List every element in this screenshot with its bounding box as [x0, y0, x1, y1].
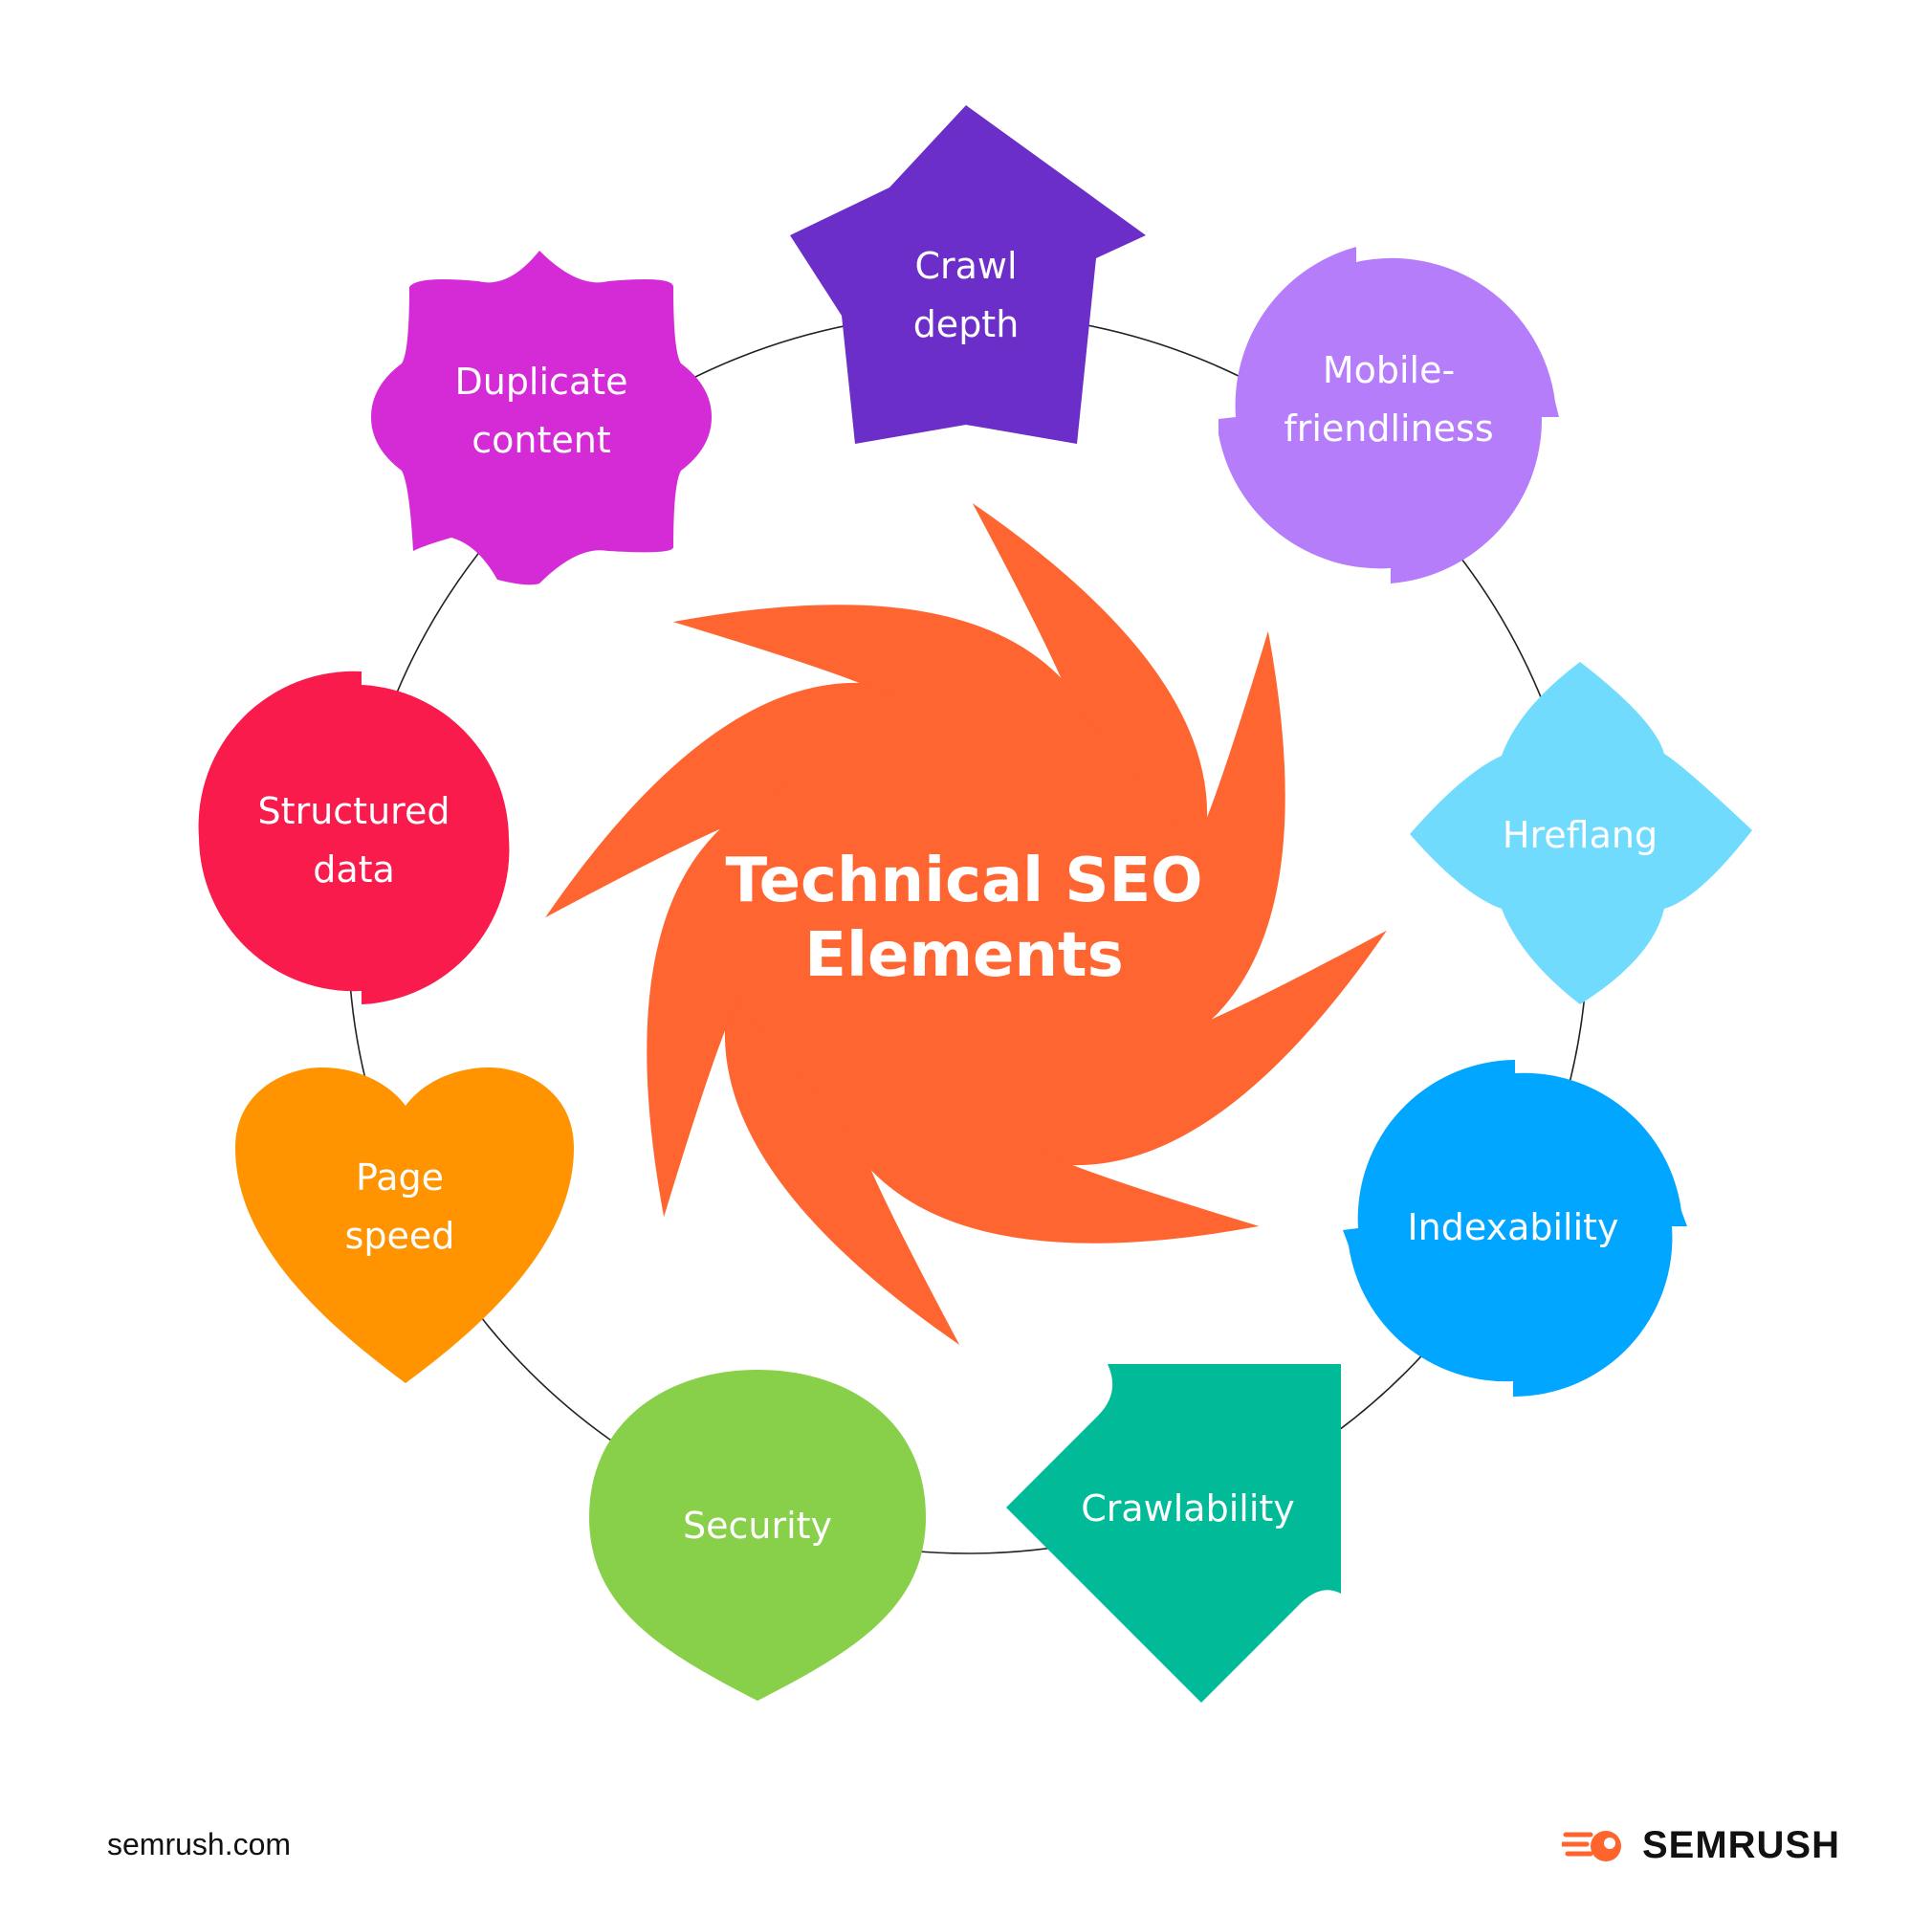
node-hreflang: Hreflang	[1410, 662, 1752, 1004]
swirl-blade	[972, 503, 1208, 855]
structured-data-label-2: data	[313, 848, 395, 891]
node-crawlability: Crawlability	[1006, 1364, 1341, 1703]
node-indexability: Indexability	[1343, 1060, 1687, 1398]
structured-data-label-1: Structured	[258, 790, 450, 832]
node-mobile-friendliness: Mobile- friendliness	[1218, 247, 1559, 583]
structured-data-shape	[198, 671, 510, 1004]
swirl-blade	[847, 1140, 1260, 1244]
mobile-friendliness-label-1: Mobile-	[1323, 349, 1455, 391]
security-label: Security	[683, 1505, 832, 1547]
center-title-line2: Elements	[804, 920, 1123, 991]
semrush-flame-icon	[1561, 1830, 1621, 1861]
node-crawl-depth: Crawl depth	[790, 105, 1146, 444]
page-speed-shape	[235, 1068, 574, 1383]
page-speed-label-1: Page	[356, 1156, 444, 1199]
node-structured-data: Structured data	[198, 671, 510, 1004]
node-security: Security	[589, 1370, 926, 1701]
node-page-speed: Page speed	[235, 1068, 574, 1383]
swirl-blade	[672, 605, 1085, 708]
indexability-label: Indexability	[1407, 1206, 1618, 1248]
crawlability-shape	[1006, 1364, 1341, 1703]
duplicate-content-label-2: content	[472, 419, 611, 461]
swirl-blade	[724, 993, 960, 1345]
crawlability-label: Crawlability	[1081, 1487, 1295, 1530]
duplicate-content-shape	[371, 251, 712, 585]
crawl-depth-label-1: Crawl	[914, 245, 1017, 287]
hreflang-label: Hreflang	[1503, 814, 1658, 856]
mobile-friendliness-shape	[1218, 247, 1559, 583]
center-title-line1: Technical SEO	[725, 846, 1202, 916]
mobile-friendliness-label-2: friendliness	[1284, 407, 1493, 450]
swirl-blade	[545, 682, 897, 918]
node-duplicate-content: Duplicate content	[371, 251, 712, 585]
page-speed-label-2: speed	[345, 1215, 455, 1257]
footer-site[interactable]: semrush.com	[107, 1827, 292, 1861]
indexability-shape	[1343, 1060, 1687, 1398]
swirl-blade	[1035, 930, 1387, 1166]
brand-name: SEMRUSH	[1641, 1824, 1840, 1866]
center-swirl-shape	[545, 503, 1387, 1345]
security-shape	[589, 1370, 926, 1701]
footer-brand: SEMRUSH	[1561, 1824, 1840, 1867]
hreflang-shape	[1410, 662, 1752, 1004]
crawl-depth-label-2: depth	[913, 303, 1020, 345]
swirl-blade	[647, 805, 750, 1218]
duplicate-content-label-1: Duplicate	[454, 361, 627, 403]
swirl-blade	[1182, 630, 1285, 1043]
crawl-depth-shape	[790, 105, 1146, 444]
